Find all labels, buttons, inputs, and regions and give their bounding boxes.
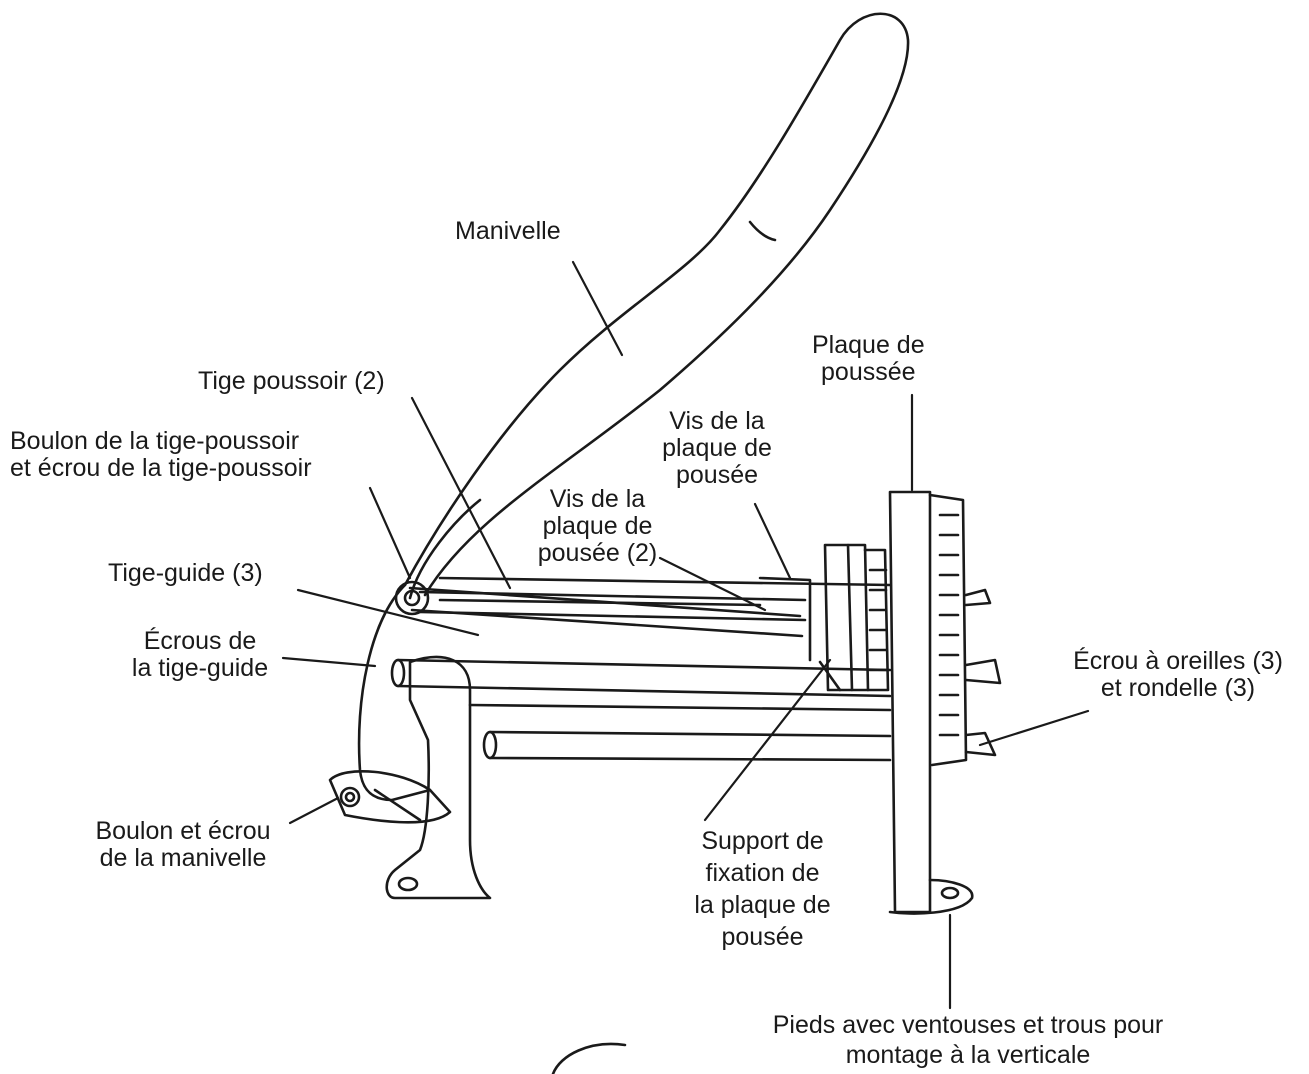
bottom-partial-shape: [551, 1042, 627, 1074]
label-boulon-tige-poussoir: Boulon de la tige-poussoir et écrou de l…: [10, 427, 312, 482]
label-pieds: Pieds avec ventouses et trous pour monta…: [772, 1011, 1164, 1069]
rear-frame: [328, 583, 452, 824]
push-rods: [394, 580, 807, 638]
push-plate-assembly: [758, 543, 890, 692]
label-tige-guide: Tige-guide (3): [108, 559, 263, 587]
front-leg: [385, 655, 492, 900]
label-plaque-de-poussee: Plaque de poussée: [812, 331, 925, 386]
label-support-fixation: Support de fixation de la plaque de pous…: [694, 827, 831, 951]
front-plate: [888, 490, 974, 915]
leader-lines: [281, 260, 1090, 1010]
wing-nuts: [964, 588, 1002, 757]
label-boulon-manivelle: Boulon et écrou de la manivelle: [95, 817, 271, 872]
label-manivelle: Manivelle: [455, 217, 561, 245]
label-ecrous-tige-guide: Écrous de la tige-guide: [131, 627, 269, 682]
label-vis-plaque-2: Vis de la plaque de pousée (2): [537, 485, 658, 567]
guide-rods: [390, 576, 892, 762]
label-vis-plaque-1: Vis de la plaque de pousée: [662, 407, 772, 489]
handle: [403, 12, 910, 600]
label-tige-poussoir: Tige poussoir (2): [198, 367, 385, 395]
label-ecrou-oreilles: Écrou à oreilles (3) et rondelle (3): [1073, 647, 1283, 702]
